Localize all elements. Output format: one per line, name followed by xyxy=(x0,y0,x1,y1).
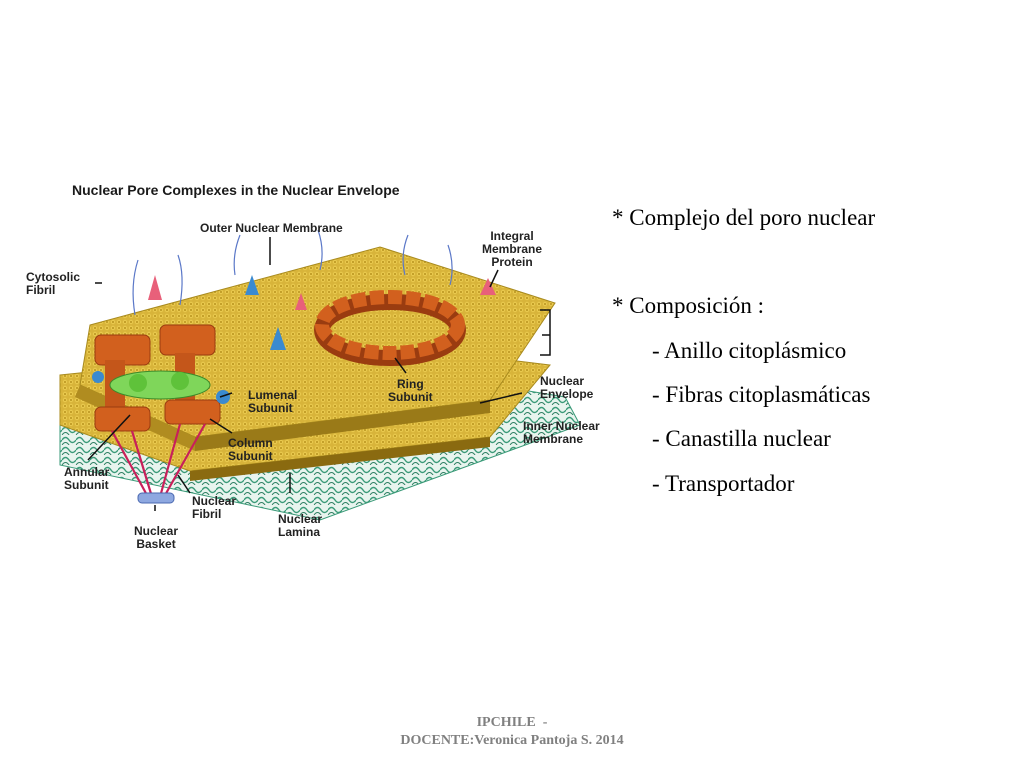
list-item-anillo: - Anillo citoplásmico xyxy=(652,338,847,363)
label-lumenal-subunit: Lumenal Subunit xyxy=(248,388,298,415)
diagram-title: Nuclear Pore Complexes in the Nuclear En… xyxy=(72,182,400,198)
label-nuclear-basket: Nuclear Basket xyxy=(134,524,179,551)
ring-subunit xyxy=(314,290,466,366)
footer-line-1: IPCHILE - xyxy=(476,715,548,730)
nuclear-basket-ring xyxy=(137,492,175,504)
pore-complex xyxy=(92,324,230,432)
heading-complejo: * Complejo del poro nuclear xyxy=(612,205,876,230)
label-nuclear-fibril: Nuclear Fibril xyxy=(192,494,237,521)
nuclear-basket-fibrils xyxy=(111,423,206,498)
footer: IPCHILE - DOCENTE:Veronica Pantoja S. 20… xyxy=(312,714,712,750)
label-integral-membrane-protein: Integral Membrane Protein xyxy=(482,229,543,269)
diagram-illustration xyxy=(59,229,581,521)
list-item-transportador: - Transportador xyxy=(652,471,795,496)
footer-line-2: DOCENTE:Veronica Pantoja S. 2014 xyxy=(400,733,624,748)
leader-lines xyxy=(87,237,551,511)
label-inner-nuclear-membrane: Inner Nuclear Membrane xyxy=(523,419,600,446)
label-nuclear-envelope: Nuclear Envelope xyxy=(540,374,594,401)
label-column-subunit: Column Subunit xyxy=(228,436,273,463)
label-ring-subunit: Ring Subunit xyxy=(388,377,433,404)
list-item-canastilla: - Canastilla nuclear xyxy=(652,426,831,451)
label-outer-nuclear-membrane: Outer Nuclear Membrane xyxy=(200,221,343,235)
membrane-proteins xyxy=(148,275,496,350)
nuclear-pore-diagram: Nuclear Pore Complexes in the Nuclear En… xyxy=(20,175,600,565)
list-item-fibras: - Fibras citoplasmáticas xyxy=(652,382,871,407)
cytosolic-fibrils xyxy=(132,229,453,316)
label-nuclear-lamina: Nuclear Lamina xyxy=(278,512,323,539)
label-annular-subunit: Annular Subunit xyxy=(64,465,110,492)
label-cytosolic-fibril: Cytosolic Fibril xyxy=(26,270,81,297)
heading-composicion: * Composición : xyxy=(612,293,765,318)
